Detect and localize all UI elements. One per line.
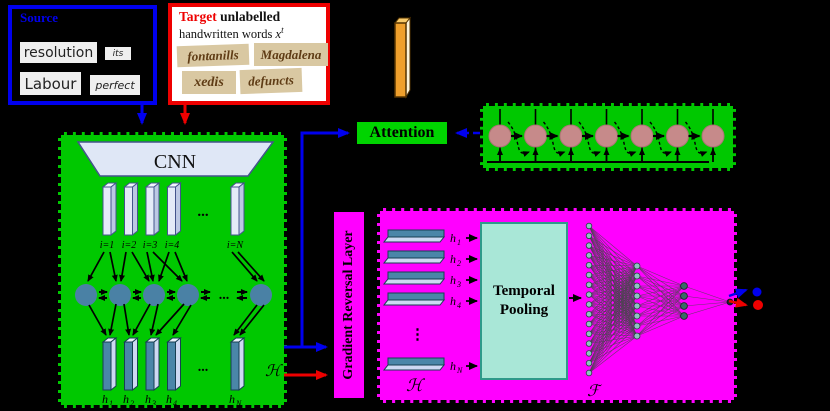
source-word-image: its — [105, 47, 131, 60]
target-var-x: x — [275, 27, 282, 42]
svg-text:2: 2 — [130, 399, 134, 405]
source-word-image: resolution — [20, 42, 97, 63]
target-word-image: defuncts — [239, 67, 303, 95]
target-panel: Target unlabelled handwritten words xt f… — [168, 3, 330, 105]
target-domain-dot — [753, 300, 763, 310]
target-var-sup-t: t — [281, 25, 284, 35]
cnn-feature-columns — [101, 181, 246, 237]
target-subtitle-text: handwritten words — [179, 27, 276, 42]
svg-text:3: 3 — [151, 399, 156, 405]
source-panel-title: Source — [20, 10, 59, 25]
svg-text:h: h — [450, 273, 456, 287]
grl-label: Gradient Reversal Layer — [341, 230, 356, 380]
source-word-image: Labour — [20, 72, 81, 95]
temporal-pooling-label-line2: Pooling — [499, 302, 549, 318]
svg-text:i=2: i=2 — [122, 240, 137, 251]
target-panel-title: Target unlabelled — [179, 9, 280, 25]
temporal-pooling-label-line1: Temporal — [493, 283, 555, 299]
mlp-network — [585, 222, 734, 377]
disc-set-symbol: ℋ — [406, 376, 426, 395]
target-word-image: Magdalena — [254, 43, 328, 66]
svg-text:h: h — [102, 392, 108, 405]
svg-text:h: h — [450, 359, 456, 373]
target-word-image: fontanills — [176, 43, 250, 68]
svg-text:h: h — [145, 392, 151, 405]
cnn-block: CNN — [76, 141, 275, 177]
svg-text:2: 2 — [457, 259, 461, 268]
svg-text:h: h — [450, 231, 456, 245]
svg-text:h: h — [229, 392, 235, 405]
unit-ellipsis: ... — [219, 288, 230, 303]
target-title-rest: unlabelled — [216, 9, 281, 24]
svg-text:i=1: i=1 — [100, 240, 115, 251]
unit-to-h-arrows — [88, 303, 265, 336]
gradient-reversal-layer: Gradient Reversal Layer — [332, 210, 366, 400]
frame-ellipsis: ... — [197, 204, 209, 220]
svg-text:1: 1 — [109, 399, 113, 405]
target-word-image: xedis — [182, 71, 236, 94]
svg-text:i=3: i=3 — [143, 240, 158, 251]
svg-text:4: 4 — [173, 399, 177, 405]
svg-text:i=4: i=4 — [165, 240, 180, 251]
svg-text:h: h — [450, 294, 456, 308]
feature-column-3d — [394, 16, 412, 99]
target-panel-subtitle: handwritten words xt — [179, 25, 284, 42]
svg-text:N: N — [456, 366, 463, 375]
source-word-image: perfect — [90, 75, 140, 95]
svg-text:i=N: i=N — [227, 240, 245, 251]
hidden-state-columns — [101, 336, 246, 392]
svg-text:h: h — [450, 252, 456, 266]
hidden-set-symbol: ℋ — [265, 363, 283, 380]
source-domain-dot — [752, 287, 762, 297]
h-ellipsis: ... — [198, 360, 209, 375]
attention-label: Attention — [369, 124, 435, 141]
source-panel: Source resolution its Labour perfect — [8, 5, 157, 105]
svg-text:3: 3 — [456, 280, 461, 289]
frame-index-labels: i=1 i=2 i=3 i=4 i=N — [100, 240, 245, 251]
encoder-box: CNN ... i=1 i=2 i=3 i=4 i=N — [58, 132, 287, 408]
h-slabs — [382, 229, 446, 371]
frame-to-unit-arrows — [87, 251, 265, 282]
cnn-label: CNN — [154, 151, 196, 173]
grl-separator-bar — [366, 208, 375, 402]
vertical-ellipsis: ⋮ — [410, 327, 425, 343]
svg-text:4: 4 — [457, 301, 461, 310]
attention-rnn-box — [480, 103, 736, 171]
svg-text:N: N — [235, 399, 242, 405]
svg-text:h: h — [166, 392, 172, 405]
attention-block: Attention — [355, 120, 449, 146]
rnn-units — [488, 124, 725, 148]
classifier-symbol: ℱ — [587, 383, 603, 400]
attention-rnn-graphic — [487, 109, 725, 163]
bidirectional-arrows — [98, 289, 248, 301]
encoder-recurrent-units — [75, 284, 272, 306]
encoder-graphic: CNN ... i=1 i=2 i=3 i=4 i=N — [75, 141, 283, 405]
svg-text:h: h — [123, 392, 129, 405]
h-to-pooling-arrows — [466, 234, 478, 370]
target-title-highlight: Target — [179, 9, 217, 24]
svg-text:1: 1 — [457, 238, 461, 247]
temporal-pooling-block: Temporal Pooling — [480, 222, 568, 380]
